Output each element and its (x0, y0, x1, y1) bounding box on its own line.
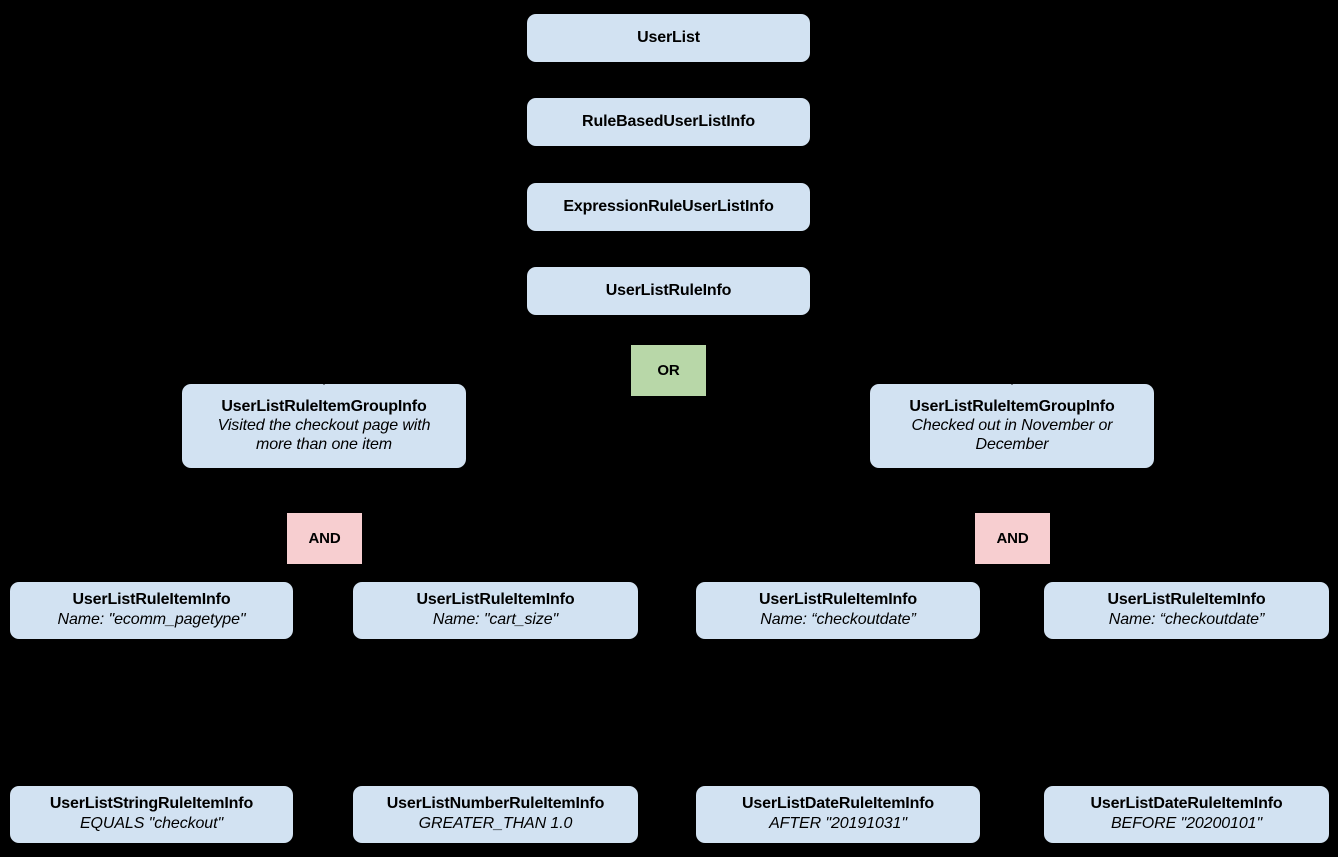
node-leaf-number-rule-item[interactable]: UserListNumberRuleItemInfo GREATER_THAN … (353, 786, 638, 843)
node-subtitle: Name: "ecomm_pagetype" (57, 611, 246, 628)
node-user-list[interactable]: UserList (527, 14, 810, 62)
node-subtitle: EQUALS "checkout" (79, 815, 224, 832)
node-title: UserListRuleInfo (605, 281, 732, 299)
node-rule-item-checkoutdate-after[interactable]: UserListRuleItemInfo Name: “checkoutdate… (696, 582, 980, 639)
node-subtitle: BEFORE "20200101" (1110, 815, 1263, 832)
operator-and-right[interactable]: AND (975, 513, 1050, 564)
node-subtitle: AFTER "20191031" (769, 815, 907, 832)
node-title: UserListRuleItemInfo (72, 591, 231, 609)
operator-label: OR (657, 361, 680, 379)
node-leaf-date-rule-item-after[interactable]: UserListDateRuleItemInfo AFTER "20191031… (696, 786, 980, 843)
node-subtitle: GREATER_THAN 1.0 (418, 815, 573, 832)
edge-arrowhead-group-right (1001, 372, 1023, 385)
operator-label: AND (308, 529, 341, 547)
edge-arrowhead-group-left (313, 372, 335, 385)
node-user-list-rule-info[interactable]: UserListRuleInfo (527, 267, 810, 315)
node-group-right[interactable]: UserListRuleItemGroupInfo Checked out in… (870, 384, 1154, 468)
node-rule-item-ecomm-pagetype[interactable]: UserListRuleItemInfo Name: "ecomm_pagety… (10, 582, 293, 639)
node-title: UserListDateRuleItemInfo (1090, 795, 1283, 813)
node-subtitle-line-1: Visited the checkout page with (217, 417, 431, 435)
node-subtitle-line-1: Checked out in November or (911, 417, 1113, 435)
node-rule-based-user-list-info[interactable]: RuleBasedUserListInfo (527, 98, 810, 146)
node-title: UserListRuleItemInfo (1107, 591, 1266, 609)
node-title: UserListRuleItemInfo (759, 591, 917, 609)
node-subtitle-line-2: December (975, 435, 1049, 453)
node-subtitle: Name: “checkoutdate” (1108, 611, 1265, 628)
node-subtitle: Name: "cart_size" (432, 611, 559, 628)
node-title: UserListDateRuleItemInfo (742, 795, 934, 813)
node-subtitle: Name: “checkoutdate” (760, 611, 916, 628)
operator-and-left[interactable]: AND (287, 513, 362, 564)
node-title: ExpressionRuleUserListInfo (563, 197, 774, 215)
node-group-left[interactable]: UserListRuleItemGroupInfo Visited the ch… (182, 384, 466, 468)
node-title: UserListRuleItemInfo (416, 591, 575, 609)
node-expression-rule-user-list-info[interactable]: ExpressionRuleUserListInfo (527, 183, 810, 231)
node-title: UserListRuleItemGroupInfo (221, 397, 427, 415)
node-title: UserList (637, 28, 700, 46)
node-leaf-date-rule-item-before[interactable]: UserListDateRuleItemInfo BEFORE "2020010… (1044, 786, 1329, 843)
operator-label: AND (996, 529, 1029, 547)
node-rule-item-checkoutdate-before[interactable]: UserListRuleItemInfo Name: “checkoutdate… (1044, 582, 1329, 639)
node-subtitle-line-2: more than one item (255, 435, 393, 453)
node-title: RuleBasedUserListInfo (582, 112, 755, 130)
node-title: UserListRuleItemGroupInfo (909, 397, 1115, 415)
node-leaf-string-rule-item[interactable]: UserListStringRuleItemInfo EQUALS "check… (10, 786, 293, 843)
node-title: UserListNumberRuleItemInfo (386, 795, 605, 813)
node-rule-item-cart-size[interactable]: UserListRuleItemInfo Name: "cart_size" (353, 582, 638, 639)
operator-or[interactable]: OR (631, 345, 706, 396)
node-title: UserListStringRuleItemInfo (49, 795, 254, 813)
